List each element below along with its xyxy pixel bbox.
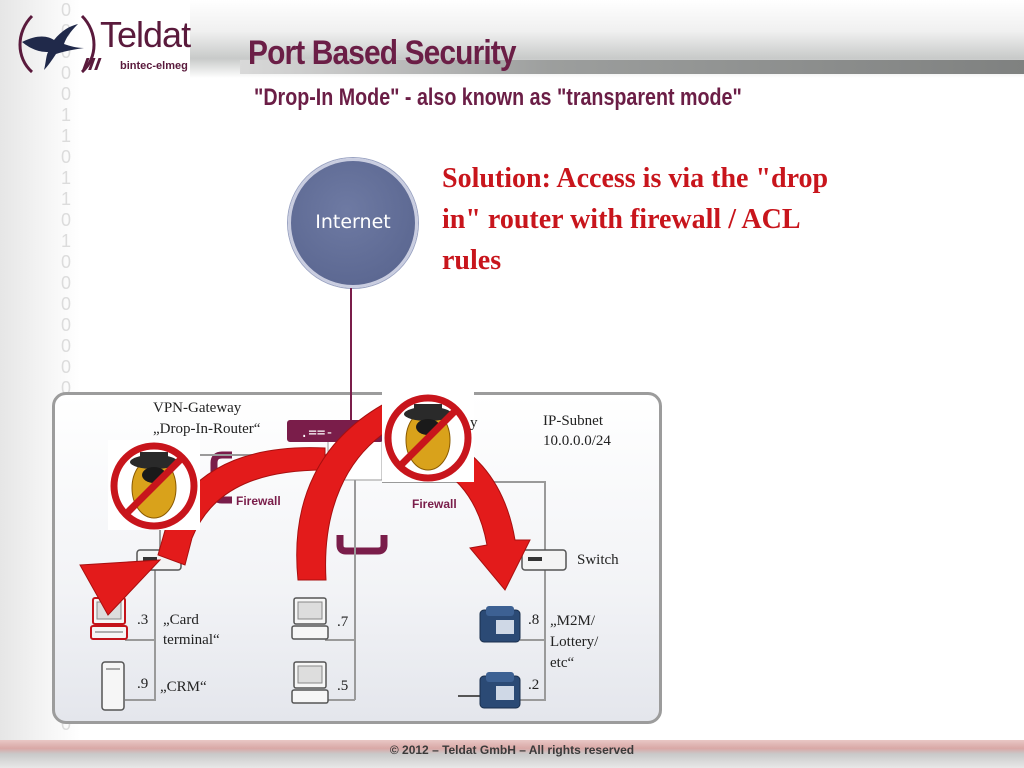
pc-7-ip: .7: [337, 614, 349, 630]
logo-brand-text: Teldat: [100, 14, 191, 55]
internet-cloud: Internet: [288, 158, 418, 288]
crm-label: „CRM“: [160, 679, 207, 695]
internet-label: Internet: [315, 211, 391, 233]
switch-right-icon: [521, 549, 567, 571]
solution-text: Solution: Access is via the "drop in" ro…: [442, 163, 829, 276]
firewall-right-label: Firewall: [412, 497, 457, 511]
firewall-mid-bracket-icon: [336, 535, 388, 555]
crm-server-icon: [101, 661, 125, 711]
m2m-phone-icon: [479, 606, 521, 643]
footer-band: [0, 740, 1024, 768]
m2m-label-3: etc“: [550, 655, 575, 671]
firewall-left-label: Firewall: [236, 494, 281, 508]
logo-sub-text: bintec-elmeg: [120, 60, 188, 72]
gateway-partial-label: y: [470, 415, 478, 431]
m2m-label-1: „M2M/: [550, 613, 595, 629]
footer-copyright: © 2012 – Teldat GmbH – All rights reserv…: [389, 743, 635, 757]
teldat-logo: Teldat bintec-elmeg: [18, 10, 198, 76]
ip-subnet-value: 10.0.0.0/24: [543, 433, 611, 449]
forbidden-spy-right-icon: [382, 392, 474, 482]
svg-text:.==-: .==-: [300, 425, 334, 441]
forbidden-spy-left-icon: [108, 440, 200, 530]
crm-ip: .9: [137, 676, 149, 692]
drop-in-router-label: „Drop-In-Router“: [153, 421, 261, 437]
pc-5-icon: [291, 661, 329, 704]
vpn-gateway-label: VPN-Gateway: [153, 400, 242, 416]
switch-label: Switch: [577, 552, 619, 568]
phone-2-ip: .2: [528, 677, 540, 693]
card-terminal-label-1: „Card: [163, 612, 199, 628]
card-terminal-ip: .3: [137, 612, 149, 628]
m2m-ip: .8: [528, 612, 540, 628]
card-terminal-label-2: terminal“: [163, 632, 220, 648]
pc-5-ip: .5: [337, 678, 349, 694]
page-subtitle: "Drop-In Mode" - also known as "transpar…: [254, 84, 742, 111]
header-bar: [240, 60, 1024, 74]
page-title: Port Based Security: [248, 34, 517, 72]
ip-subnet-label: IP-Subnet: [543, 413, 603, 429]
logo-mark-icon: [18, 14, 102, 74]
m2m-label-2: Lottery/: [550, 634, 599, 650]
phone-2-icon: [458, 672, 521, 709]
pc-7-icon: [291, 597, 329, 640]
